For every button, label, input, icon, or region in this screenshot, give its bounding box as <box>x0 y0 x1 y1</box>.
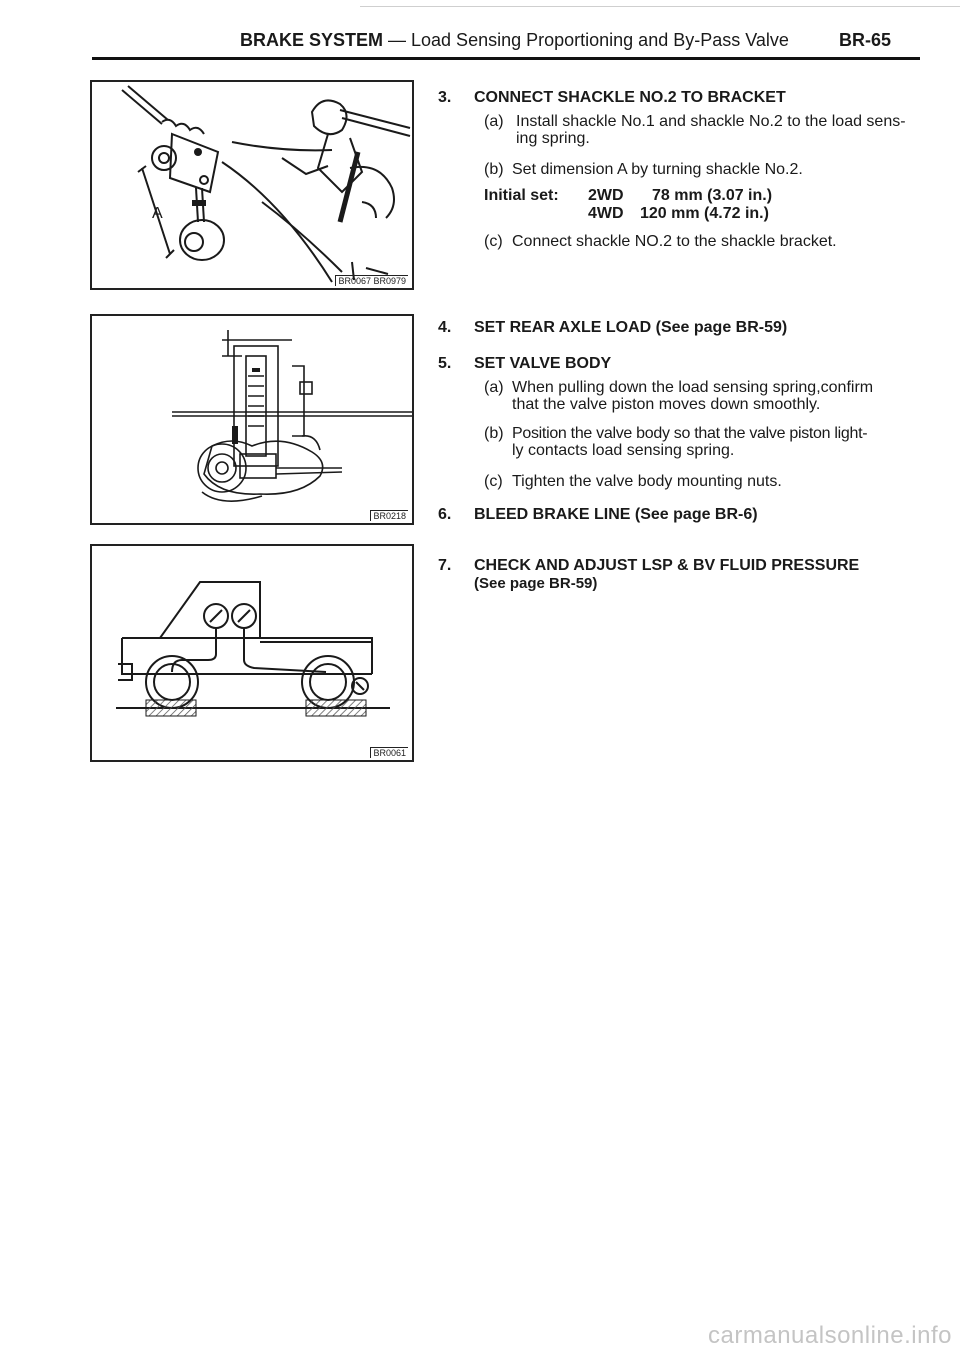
page-header-title: BRAKE SYSTEM — Load Sensing Proportionin… <box>240 30 789 51</box>
step-title: BLEED BRAKE LINE (See page BR-6) <box>474 506 758 523</box>
step-title: SET REAR AXLE LOAD (See page BR-59) <box>474 319 788 336</box>
substep-label: (b) <box>484 161 504 178</box>
substep-line: Position the valve body so that the valv… <box>512 425 868 442</box>
figure-truck-gauges: BR0061 <box>90 544 414 762</box>
substep-5a: (a) When pulling down the load sensing s… <box>484 378 924 418</box>
step-number: 4. <box>438 319 452 336</box>
substep-label: (b) <box>484 425 504 442</box>
step-7: 7. CHECK AND ADJUST LSP & BV FLUID PRESS… <box>438 556 938 600</box>
substep-line: Tighten the valve body mounting nuts. <box>512 473 782 490</box>
substep-3b: (b) Set dimension A by turning shackle N… <box>484 160 924 180</box>
step-number: 7. <box>438 557 452 574</box>
step-title: SET VALVE BODY <box>474 355 612 372</box>
header-rule <box>92 57 920 60</box>
substep-label: (a) <box>484 379 504 396</box>
step-number: 3. <box>438 89 452 106</box>
watermark: carmanualsonline.info <box>708 1322 952 1349</box>
valve-body-illustration <box>172 330 412 502</box>
figure-code: BR0067 BR0979 <box>335 275 408 286</box>
page-number: BR-65 <box>839 30 892 50</box>
substep-line: that the valve piston moves down smoothl… <box>512 396 821 413</box>
substep-3c: (c) Connect shackle NO.2 to the shackle … <box>484 232 924 252</box>
substep-5b: (b) Position the valve body so that the … <box>484 424 924 464</box>
step-5: 5. SET VALVE BODY (a) When pulling down … <box>438 354 938 494</box>
substep-line: Install shackle No.1 and shackle No.2 to… <box>516 113 906 130</box>
substep-3a: (a) Install shackle No.1 and shackle No.… <box>484 112 924 152</box>
top-rule <box>360 6 960 7</box>
figure-code: BR0218 <box>370 510 408 521</box>
step-title-line: CHECK AND ADJUST LSP & BV FLUID PRESSURE <box>474 557 860 574</box>
substep-5c: (c) Tighten the valve body mounting nuts… <box>484 472 924 492</box>
step-4: 4. SET REAR AXLE LOAD (See page BR-59) <box>438 318 938 340</box>
step-number: 5. <box>438 355 452 372</box>
substep-line: Set dimension A by turning shackle No.2. <box>512 161 803 178</box>
spec-value: 78 mm (3.07 in.) <box>652 187 773 204</box>
spec-drive: 4WD <box>588 205 624 222</box>
step-3: 3. CONNECT SHACKLE NO.2 TO BRACKET (a) I… <box>438 88 938 258</box>
figure-code: BR0061 <box>370 747 408 758</box>
step-number: 6. <box>438 506 452 523</box>
spec-drive: 2WD <box>588 187 624 204</box>
figure-valve-body: BR0218 <box>90 314 414 525</box>
step-title: CONNECT SHACKLE NO.2 TO BRACKET <box>474 89 786 106</box>
figure-shackle-adjustment: A BR0067 BR0979 <box>90 80 414 290</box>
substep-label: (c) <box>484 473 503 490</box>
header-section: BRAKE SYSTEM <box>240 30 384 50</box>
shackle-illustration: A <box>121 85 411 283</box>
spec-value: 120 mm (4.72 in.) <box>640 205 769 222</box>
substep-line: ly contacts load sensing spring. <box>512 442 735 459</box>
substep-line: ing spring. <box>516 130 590 147</box>
substep-label: (a) <box>484 113 504 130</box>
substep-line: Connect shackle NO.2 to the shackle brac… <box>512 233 837 250</box>
truck-pressure-gauge-illustration <box>116 581 390 717</box>
header-subsection: — Load Sensing Proportioning and By-Pass… <box>383 30 789 50</box>
initial-set-label: Initial set: <box>484 187 559 204</box>
initial-set-spec: Initial set: 2WD 78 mm (3.07 in.) 4WD 12… <box>484 186 924 226</box>
step-6: 6. BLEED BRAKE LINE (See page BR-6) <box>438 505 938 527</box>
dimension-a-label: A <box>152 205 163 222</box>
substep-line: When pulling down the load sensing sprin… <box>512 379 874 396</box>
step-title-line: (See page BR-59) <box>474 575 598 592</box>
substep-label: (c) <box>484 233 503 250</box>
